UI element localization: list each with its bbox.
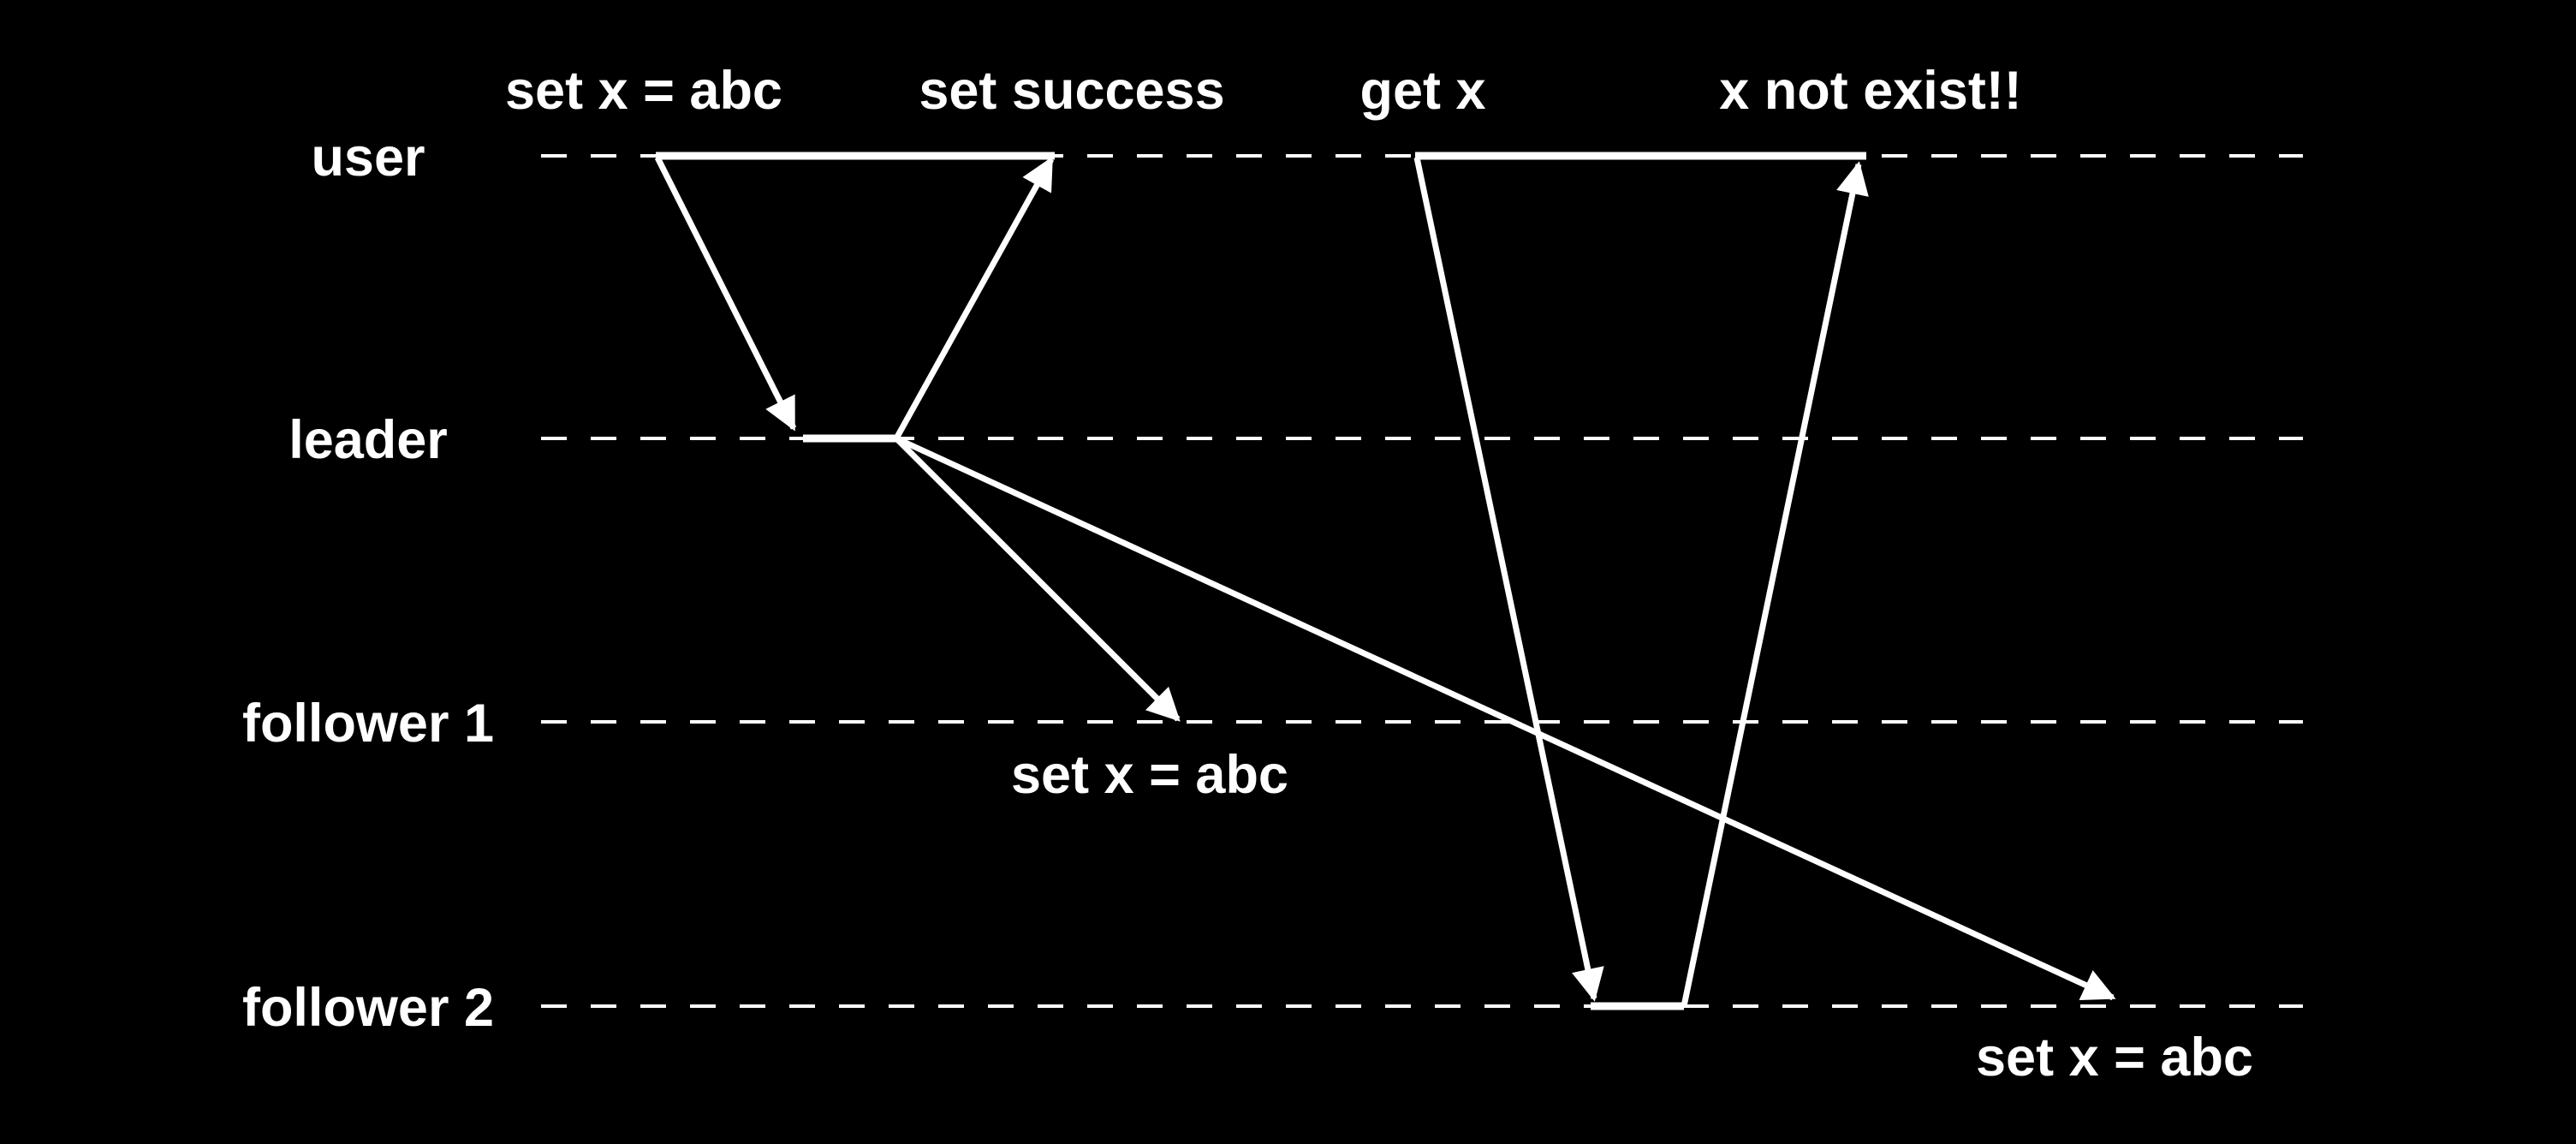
label-set-request: set x = abc xyxy=(505,61,782,121)
label-get-response: x not exist!! xyxy=(1719,61,2022,121)
arrow-set-response xyxy=(893,156,1055,440)
arrow-replicate-follower1 xyxy=(894,436,1181,722)
arrow-get-request xyxy=(1413,157,1604,1002)
label-replicate-follower1: set x = abc xyxy=(1011,745,1288,805)
label-replicate-follower2: set x = abc xyxy=(1976,1028,2253,1087)
arrow-replicate-follower2 xyxy=(895,435,2116,1001)
arrow-set-request xyxy=(654,156,797,432)
label-get-request: get x xyxy=(1359,61,1485,121)
lane-label-follower2: follower 2 xyxy=(242,978,494,1038)
lane-label-follower1: follower 1 xyxy=(242,694,494,754)
lane-label-leader: leader xyxy=(289,410,448,470)
label-set-response: set success xyxy=(919,61,1224,121)
lane-label-user: user xyxy=(311,128,425,188)
arrow-get-response xyxy=(1681,161,1869,1007)
